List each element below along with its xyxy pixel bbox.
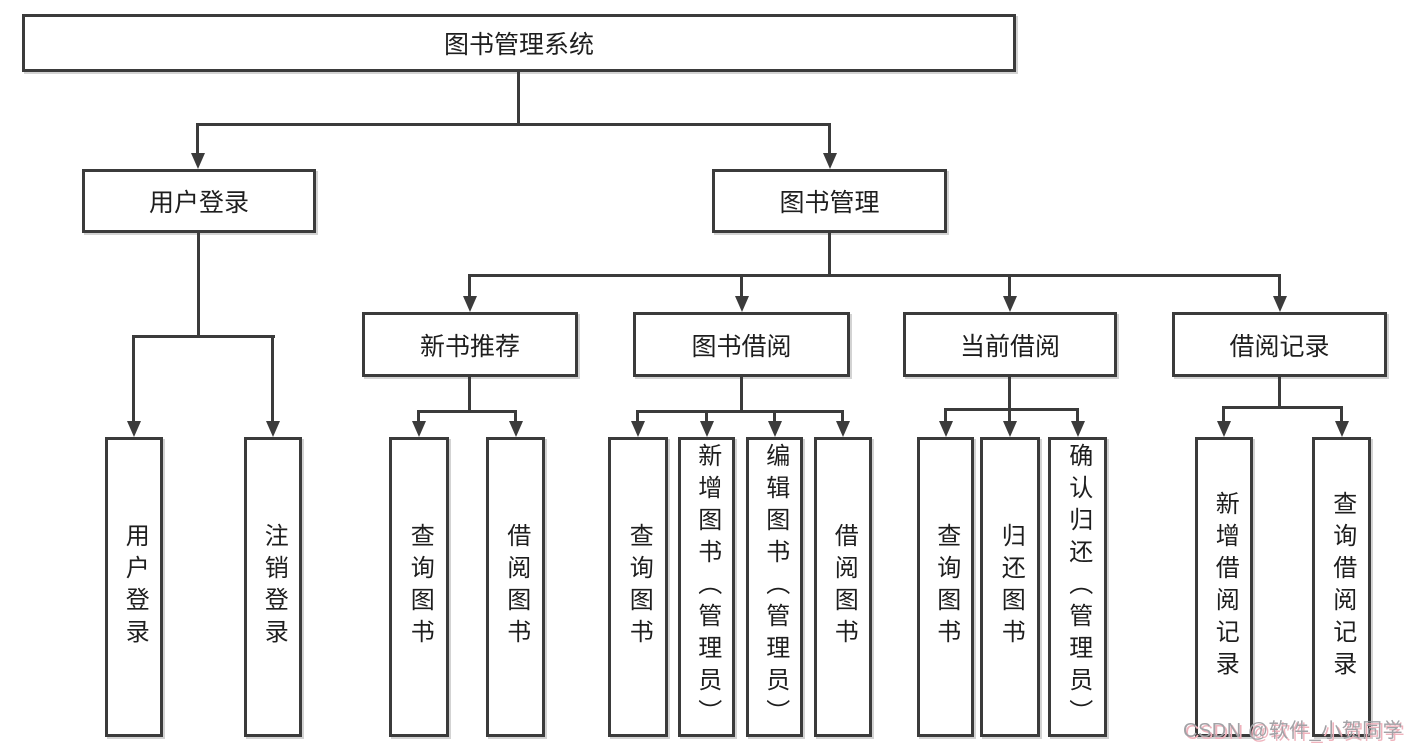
arrowhead-cb-return — [1003, 421, 1017, 437]
leaf-label: 查询图书 — [932, 523, 960, 651]
connector-book-mgmt-hbar — [468, 274, 1281, 277]
connector-book-borrow-hbar — [636, 410, 844, 413]
leaf-label: 查询图书 — [625, 523, 653, 651]
leaf-bb-query-books: 查询图书 — [608, 437, 668, 737]
leaf-nb-borrow-books: 借阅图书 — [486, 437, 545, 737]
arrowhead-nb-query — [412, 421, 426, 437]
node-label: 用户登录 — [148, 189, 249, 217]
node-label: 图书管理系统 — [443, 31, 594, 59]
connector-borrow-records-hbar — [1222, 406, 1342, 409]
arrowhead-bb-borrow — [836, 421, 850, 437]
connector-book-mgmt-drop — [828, 123, 831, 154]
leaf-bb-edit-books-admin: 编辑图书（管理员） — [746, 437, 803, 737]
arrowhead-nb-borrow — [509, 421, 523, 437]
connector-root-hbar — [197, 123, 831, 126]
leaf-cb-return-books: 归还图书 — [980, 437, 1040, 737]
leaf-label: 用户登录 — [121, 523, 149, 651]
connector-user-login-drop — [196, 123, 199, 154]
arrowhead-bb-edit — [768, 421, 782, 437]
node-label: 图书管理 — [779, 189, 880, 217]
connector-user-login-hbar — [132, 335, 275, 338]
node-user-login: 用户登录 — [82, 169, 316, 233]
connector-borrow-records-stem — [1278, 377, 1281, 406]
connector-current-borrow-stem — [1008, 377, 1011, 408]
node-new-book-recommend: 新书推荐 — [362, 312, 578, 377]
arrowhead-new-book — [463, 296, 477, 312]
node-library-management-system: 图书管理系统 — [22, 14, 1016, 72]
arrowhead-cb-query — [939, 421, 953, 437]
connector-br-add-drop — [1222, 406, 1225, 421]
leaf-label: 借阅图书 — [830, 523, 858, 651]
arrowhead-user-login — [191, 153, 205, 169]
connector-new-book-drop — [468, 274, 471, 296]
leaf-br-add-record: 新增借阅记录 — [1195, 437, 1253, 737]
node-book-management: 图书管理 — [712, 169, 947, 233]
arrowhead-book-borrow — [735, 296, 749, 312]
connector-nb-borrow-drop — [514, 410, 517, 421]
csdn-watermark: CSDN @软件_小贺同学 — [1183, 720, 1404, 742]
connector-bb-borrow-drop — [841, 410, 844, 421]
node-book-borrowing: 图书借阅 — [633, 312, 850, 377]
leaf-br-query-record: 查询借阅记录 — [1312, 437, 1371, 737]
connector-current-borrow-hbar — [944, 408, 1079, 411]
connector-bb-query-drop — [636, 410, 639, 421]
connector-cb-query-drop — [944, 408, 947, 421]
leaf-label: 新增借阅记录 — [1211, 491, 1239, 683]
node-label: 图书借阅 — [691, 332, 792, 361]
connector-borrow-records-drop — [1278, 274, 1281, 296]
arrowhead-borrow-records — [1273, 296, 1287, 312]
connector-bb-add-drop — [705, 410, 708, 421]
connector-current-borrow-drop — [1008, 274, 1011, 296]
connector-book-borrow-drop — [740, 274, 743, 296]
connector-nb-query-drop — [417, 410, 420, 421]
leaf-cb-confirm-return-admin: 确认归还（管理员） — [1048, 437, 1107, 737]
leaf-label: 借阅图书 — [502, 523, 530, 651]
connector-cb-confirm-drop — [1076, 408, 1079, 421]
leaf-bb-add-books-admin: 新增图书（管理员） — [678, 437, 735, 737]
arrowhead-bb-query — [631, 421, 645, 437]
node-label: 借阅记录 — [1229, 332, 1330, 361]
leaf-label: 查询图书 — [406, 523, 434, 651]
leaf-label: 查询借阅记录 — [1328, 491, 1356, 683]
leaf-label: 新增图书（管理员） — [693, 443, 721, 731]
leaf-label: 编辑图书（管理员） — [761, 443, 789, 731]
connector-new-book-hbar — [417, 410, 517, 413]
node-current-borrowing: 当前借阅 — [903, 312, 1117, 377]
node-label: 当前借阅 — [959, 332, 1060, 361]
connector-new-book-stem — [468, 377, 471, 410]
node-borrowing-records: 借阅记录 — [1172, 312, 1387, 377]
leaf-user-login: 用户登录 — [105, 437, 163, 737]
connector-user-login-stem — [197, 233, 200, 335]
leaf-label: 归还图书 — [997, 523, 1025, 651]
connector-book-mgmt-stem — [828, 233, 831, 274]
leaf-bb-borrow-books: 借阅图书 — [814, 437, 872, 737]
arrowhead-leaf-user-login — [127, 421, 141, 437]
leaf-nb-query-books: 查询图书 — [389, 437, 449, 737]
arrowhead-leaf-logout — [266, 421, 280, 437]
leaf-cb-query-books: 查询图书 — [917, 437, 974, 737]
connector-book-borrow-stem — [740, 377, 743, 410]
arrowhead-current-borrow — [1003, 296, 1017, 312]
connector-leaf-logout-drop — [271, 335, 274, 421]
connector-bb-edit-drop — [773, 410, 776, 421]
connector-br-query-drop — [1340, 406, 1343, 421]
node-label: 新书推荐 — [419, 332, 520, 361]
leaf-label: 注销登录 — [260, 523, 288, 651]
connector-leaf-user-login-drop — [132, 335, 135, 421]
leaf-label: 确认归还（管理员） — [1064, 443, 1092, 731]
leaf-logout: 注销登录 — [244, 437, 302, 737]
arrowhead-br-add — [1217, 421, 1231, 437]
connector-root-stem — [517, 72, 520, 123]
connector-cb-return-drop — [1008, 408, 1011, 421]
arrowhead-book-mgmt — [823, 153, 837, 169]
arrowhead-cb-confirm — [1071, 421, 1085, 437]
arrowhead-bb-add — [700, 421, 714, 437]
arrowhead-br-query — [1335, 421, 1349, 437]
